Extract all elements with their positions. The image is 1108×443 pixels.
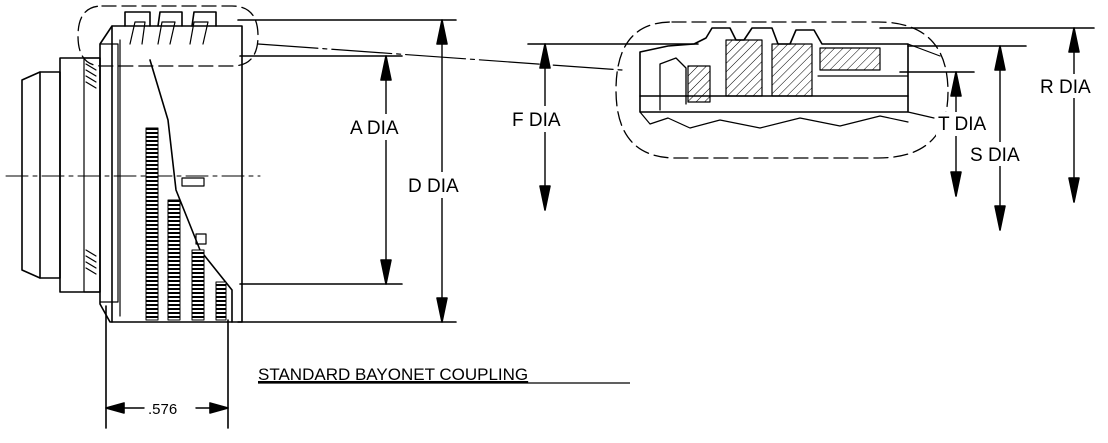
rear-plug [21, 71, 61, 279]
detail-section-body [639, 27, 909, 113]
knurl-band-4 [215, 281, 227, 321]
label-t-dia: T DIA [938, 114, 987, 135]
dimension-s-dia [907, 45, 1027, 231]
label-r-dia: R DIA [1040, 77, 1091, 98]
detail-leader-line [257, 43, 623, 71]
enlarged-detail [615, 21, 949, 159]
bayonet-pin-2 [195, 233, 207, 245]
width-dimension-value: .576 [148, 401, 177, 418]
knurl-band-3 [191, 249, 205, 321]
label-a-dia: A DIA [350, 118, 399, 139]
connector-body [5, 5, 261, 323]
drawing-caption: STANDARD BAYONET COUPLING [258, 365, 528, 384]
coupling-teeth-top [124, 11, 217, 27]
cutaway-edge [149, 59, 233, 323]
dimension-t-dia [899, 71, 975, 197]
dimension-d-dia [237, 19, 457, 323]
detail-callout-outline [77, 5, 259, 67]
label-s-dia: S DIA [970, 145, 1020, 166]
break-line [639, 111, 909, 129]
knurl-band-2 [167, 199, 181, 321]
thread-teeth [83, 57, 101, 293]
label-f-dia: F DIA [512, 110, 561, 131]
knurl-band-1 [145, 127, 159, 321]
thread-ring [59, 57, 101, 293]
detail-seal [659, 57, 687, 111]
bayonet-pin-1 [181, 177, 205, 187]
dimension-a-dia [239, 55, 403, 285]
label-d-dia: D DIA [408, 176, 459, 197]
dimension-width [105, 305, 229, 429]
enlarged-detail-outline [615, 21, 949, 159]
dimension-r-dia [879, 27, 1095, 203]
